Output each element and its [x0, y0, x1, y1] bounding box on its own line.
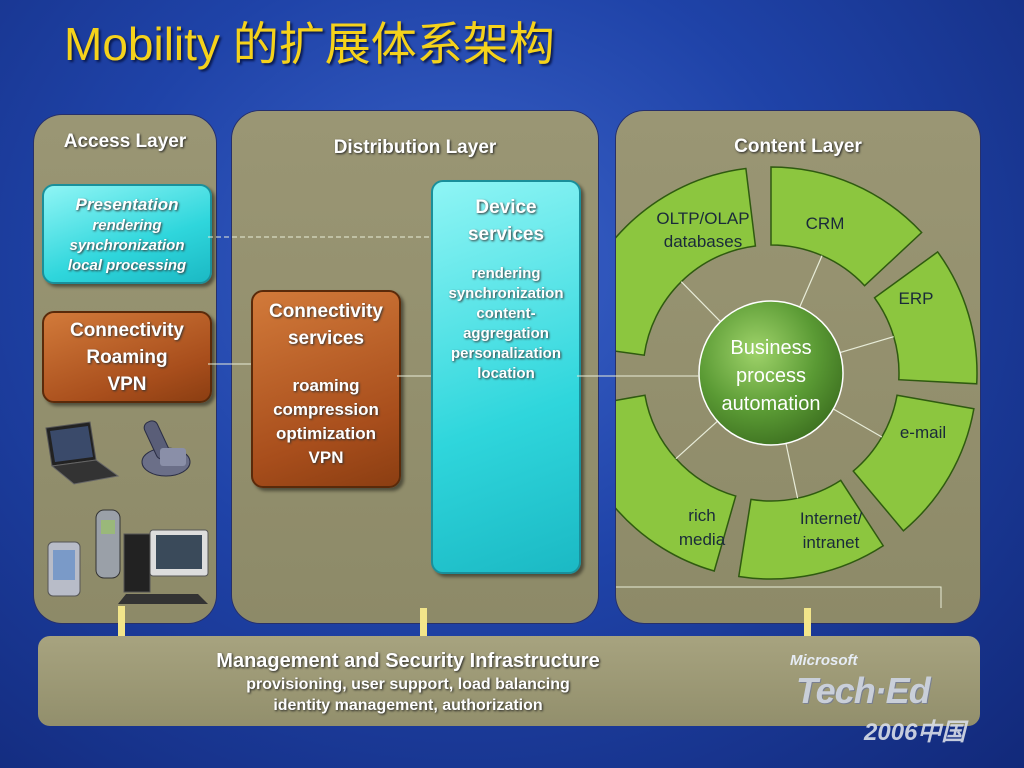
- content-ring-diagram: Business process automation OLTP/OLAP da…: [616, 166, 978, 608]
- segment-rich-media-line-2: media: [679, 530, 726, 549]
- center-line-2: process: [736, 365, 806, 387]
- segment-oltp: [616, 167, 757, 357]
- segment-internet-line-2: intranet: [803, 533, 860, 552]
- content-segments: [616, 166, 978, 580]
- access-layer-title: Access Layer: [63, 131, 187, 152]
- segment-email-label: e-mail: [900, 423, 946, 442]
- access-to-mgmt-connector: [118, 606, 125, 646]
- content-to-mgmt-connector: [804, 608, 811, 648]
- spoke-rich-media: [675, 420, 718, 460]
- management-line-2: identity management, authorization: [273, 697, 543, 714]
- connectivity-services-line-2: compression: [273, 400, 379, 419]
- presentation-heading: Presentation: [75, 195, 179, 214]
- segment-rich-media: [616, 394, 737, 572]
- connectivity-services-heading-1: Connectivity: [268, 301, 384, 322]
- segment-internet: [737, 479, 885, 580]
- segment-internet-line-1: Internet/: [800, 509, 863, 528]
- connectivity-services-box: Connectivity services roaming compressio…: [251, 290, 401, 488]
- segment-erp: [873, 250, 978, 385]
- presentation-line-1: rendering: [92, 217, 162, 234]
- distribution-layer-title: Distribution Layer: [333, 137, 497, 158]
- device-services-heading-1: Device: [475, 197, 537, 218]
- content-bracket: [616, 586, 942, 608]
- segment-email: [852, 394, 975, 532]
- device-services-heading-2: services: [467, 224, 545, 245]
- connectivity-services-line-3: optimization: [275, 424, 377, 443]
- business-process-center: [698, 300, 844, 446]
- connectivity-services-line-1: roaming: [292, 376, 360, 395]
- content-layer-title: Content Layer: [734, 136, 862, 157]
- distribution-to-mgmt-connector: [420, 608, 427, 648]
- desk-phone-icon: [141, 420, 191, 477]
- device-services-line-3: content-: [476, 305, 536, 322]
- spoke-email: [833, 408, 883, 438]
- spoke-oltp: [680, 281, 721, 323]
- connectivity-services-line-4: VPN: [308, 448, 344, 467]
- logo-year: 2006中国: [864, 719, 966, 746]
- device-services-box: Device services rendering synchronizatio…: [431, 180, 581, 574]
- connectivity-services-heading-2: services: [287, 328, 365, 349]
- spoke-erp: [839, 336, 894, 354]
- mobile-phone-icon: [95, 509, 121, 579]
- segment-oltp-line-2: databases: [664, 232, 742, 251]
- access-connectivity-box: Connectivity Roaming VPN: [42, 311, 212, 403]
- logo-microsoft: Microsoft: [790, 652, 858, 669]
- segment-crm: [770, 166, 923, 287]
- center-line-3: automation: [722, 393, 821, 415]
- desktop-computer-icon: [118, 529, 209, 604]
- access-connectivity-line-2: Roaming: [86, 347, 168, 368]
- device-services-line-4: aggregation: [463, 325, 549, 342]
- segment-rich-media-line-1: rich: [688, 506, 715, 525]
- management-title: Management and Security Infrastructure: [216, 650, 600, 672]
- device-services-line-2: synchronization: [448, 285, 564, 302]
- spoke-crm: [799, 255, 823, 308]
- center-line-1: Business: [730, 337, 811, 359]
- laptop-icon: [45, 421, 120, 485]
- segment-erp-label: ERP: [899, 289, 934, 308]
- teched-logo: Microsoft Tech·Ed 2006中国: [788, 650, 988, 750]
- management-line-1: provisioning, user support, load balanci…: [246, 676, 570, 693]
- devices-illustration: [45, 420, 209, 604]
- presentation-line-2: synchronization: [69, 237, 185, 254]
- presentation-line-3: local processing: [67, 257, 187, 274]
- device-services-line-5: personalization: [450, 345, 562, 362]
- management-security-bar: Management and Security Infrastructure p…: [38, 636, 980, 726]
- logo-teched: Tech·Ed: [796, 670, 931, 711]
- presentation-box: Presentation rendering synchronization l…: [42, 184, 212, 284]
- page-title: Mobility 的扩展体系架构: [64, 18, 555, 70]
- segment-crm-label: CRM: [806, 214, 845, 233]
- access-connectivity-line-1: Connectivity: [69, 320, 185, 341]
- device-services-line-1: rendering: [471, 265, 541, 282]
- spoke-internet: [785, 443, 799, 499]
- segment-oltp-line-1: OLTP/OLAP: [656, 209, 749, 228]
- device-services-line-6: location: [477, 365, 535, 382]
- content-spokes: [675, 255, 894, 499]
- pda-icon: [47, 541, 81, 597]
- access-connectivity-line-3: VPN: [107, 374, 147, 395]
